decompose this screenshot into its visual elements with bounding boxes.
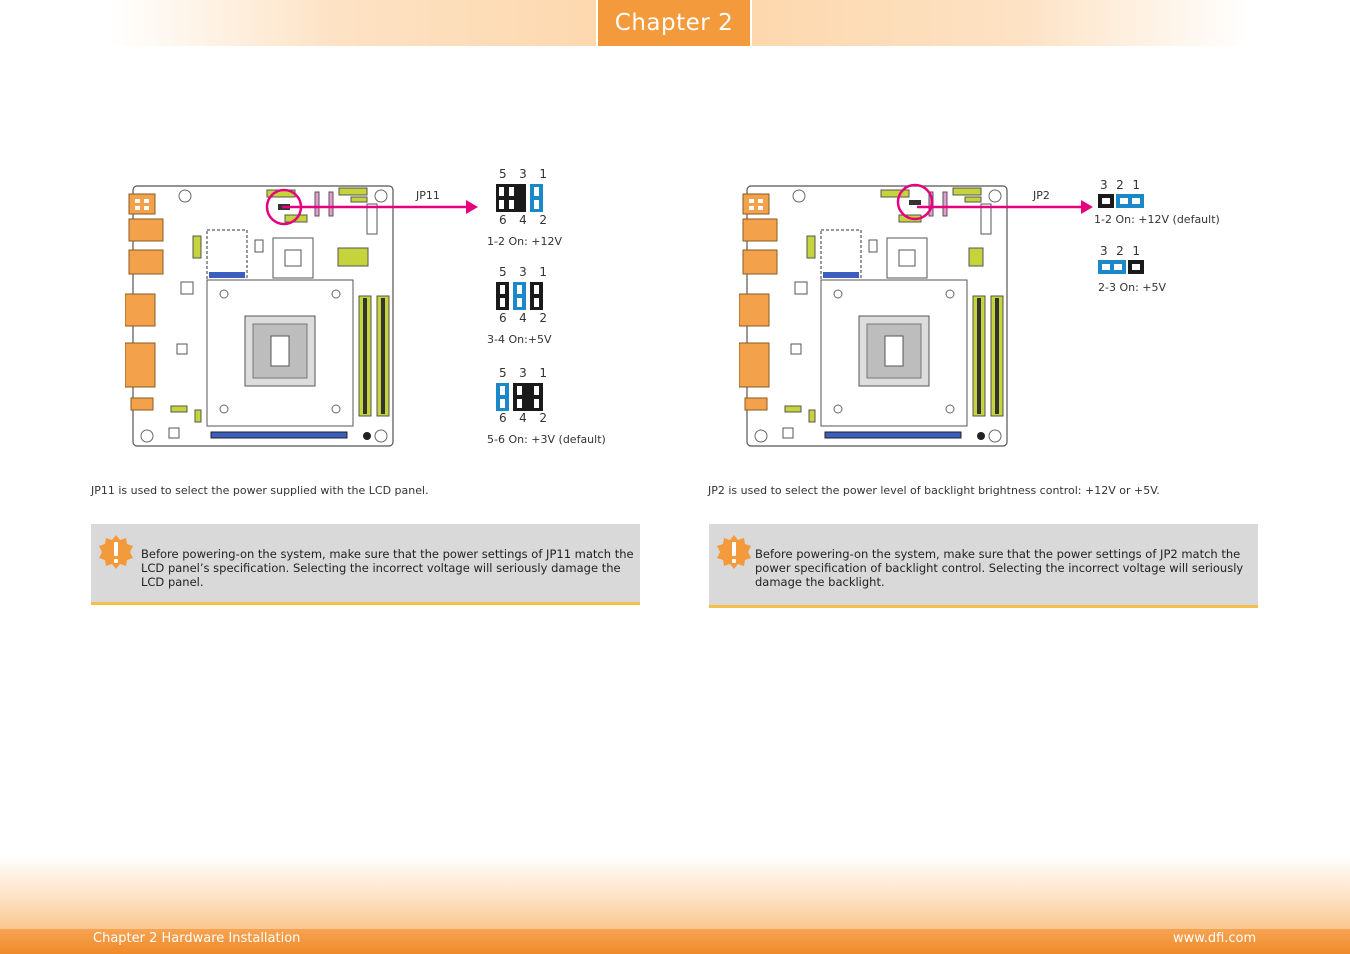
footer-gradient [0,855,1350,930]
warning-text: Before powering-on the system, make sure… [141,547,634,589]
jumper-label: JP2 [1033,189,1050,202]
footer-website-link[interactable]: www.dfi.com [1173,931,1257,946]
jumper-setting-caption: 1-2 On: +12V [487,235,563,248]
jumper-jp2-2-3 [1098,260,1144,274]
motherboard-diagram-right [739,183,1008,447]
warning-icon [99,535,133,569]
motherboard-diagram-left [125,185,394,447]
footer-chapter-title: Chapter 2 Hardware Installation [93,931,301,946]
jumper-jp11-5-6 [496,383,543,411]
warning-note: Before powering-on the system, make sure… [91,524,640,605]
jumper-setting-caption: 5-6 On: +3V (default) [487,433,606,446]
warning-text: Before powering-on the system, make sure… [755,547,1244,589]
jumper-setting-caption: 1-2 On: +12V (default) [1094,213,1220,226]
pointer-arrow-right [917,200,1093,214]
jumper-jp11-1-2 [496,184,543,212]
jumper-setting-caption: 2-3 On: +5V [1098,281,1167,294]
jumper-description: JP2 is used to select the power level of… [708,484,1160,497]
jumper-jp2-1-2 [1098,194,1144,208]
jumper-setting-caption: 3-4 On:+5V [487,333,552,346]
warning-icon [717,535,751,569]
chapter-tab: Chapter 2 [598,0,750,46]
pointer-arrow-left [282,200,478,214]
jumper-description: JP11 is used to select the power supplie… [91,484,429,497]
jumper-label: JP11 [416,189,440,202]
footer-bar [0,929,1350,954]
header-divider [596,0,598,46]
warning-note: Before powering-on the system, make sure… [709,524,1258,608]
header-divider [750,0,752,46]
jumper-jp11-3-4 [496,282,543,310]
